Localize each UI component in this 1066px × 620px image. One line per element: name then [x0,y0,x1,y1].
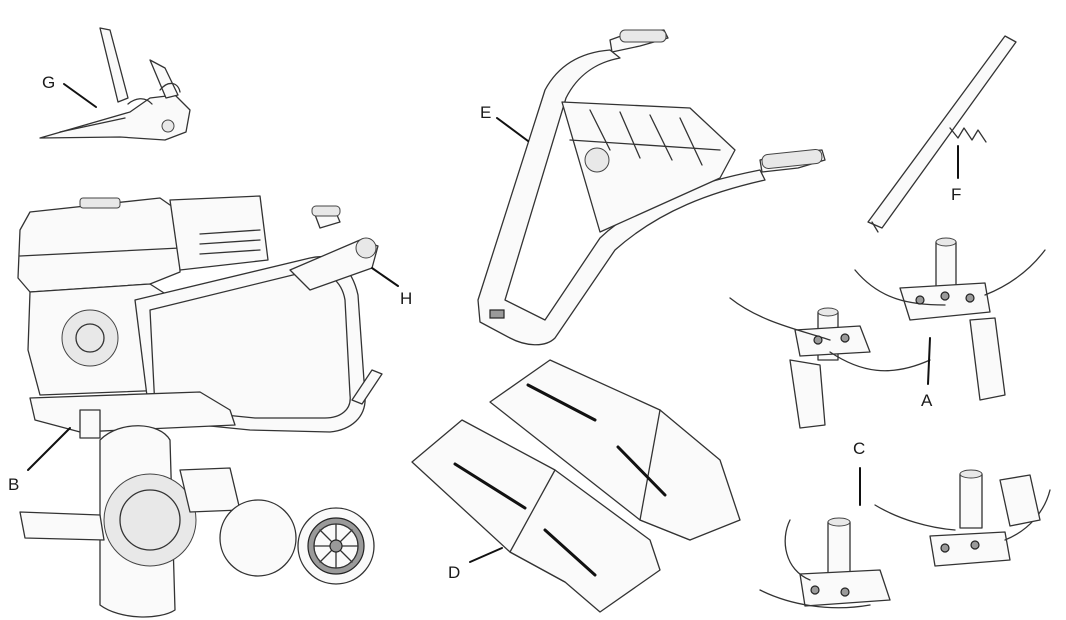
label-h: H [400,289,413,308]
part-a-leader [927,337,931,385]
part-b-leader [27,427,71,471]
label-a: A [921,391,933,410]
label-f: F [951,185,962,204]
part-g-leader [63,83,97,108]
part-e-handlebar [477,29,826,346]
part-d-leader [469,547,503,563]
part-f-depth-stake [867,35,1017,233]
part-d-fender [411,359,741,613]
part-e-leader [496,117,529,142]
label-e: E [480,103,492,122]
label-d: D [448,563,461,582]
part-c-tine-pair [759,469,1051,609]
part-h-tiller-body [17,195,383,618]
part-g-throttle-lever [39,27,191,141]
label-c: C [853,439,866,458]
part-a-tine-pair [729,237,1046,429]
part-h-leader [371,267,399,287]
label-b: B [8,475,20,494]
label-g: G [42,73,56,92]
